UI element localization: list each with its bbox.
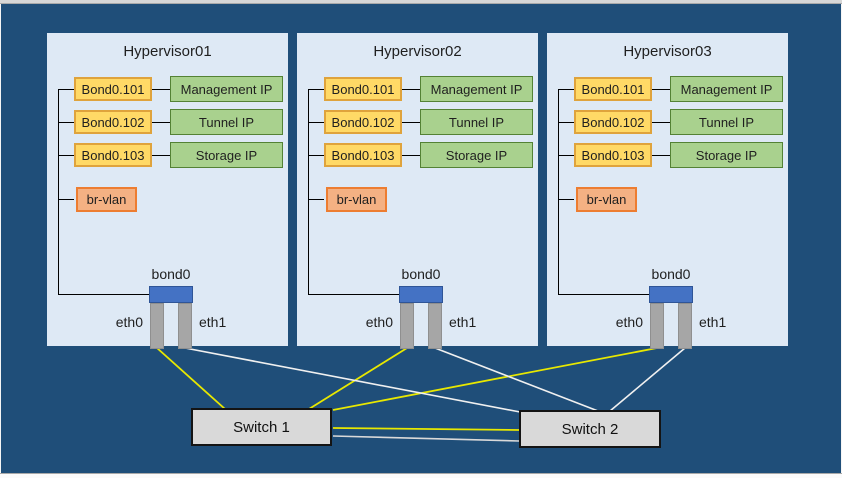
switch1-box: Switch 1 xyxy=(191,408,332,446)
hypervisor-title: Hypervisor01 xyxy=(123,43,212,60)
hypervisor03-panel: Hypervisor03 Bond0.101 Management IP Bon… xyxy=(547,33,788,349)
eth0-label: eth0 xyxy=(115,314,143,330)
bond0-box xyxy=(149,286,193,303)
eth1-label: eth1 xyxy=(449,314,477,330)
nic-eth0-leg xyxy=(400,303,414,349)
link-switch1-to-switch2-yellow xyxy=(332,427,520,431)
eth1-label: eth1 xyxy=(199,314,227,330)
link-hv2-eth0-to-switch1 xyxy=(308,347,408,410)
vlan-bond-box: Bond0.103 xyxy=(574,143,652,167)
hypervisor02-panel: Hypervisor02 Bond0.101 Management IP Bon… xyxy=(297,33,538,349)
window-frame-top xyxy=(0,0,842,4)
connector-stub xyxy=(558,88,574,90)
eth0-label: eth0 xyxy=(615,314,643,330)
connector-stub xyxy=(558,199,574,201)
nic-eth0-leg xyxy=(650,303,664,349)
connector-stub xyxy=(558,121,574,123)
connector-stub xyxy=(58,88,74,90)
connector-stub xyxy=(402,88,420,90)
hypervisor-title: Hypervisor02 xyxy=(373,43,462,60)
ip-box: Tunnel IP xyxy=(670,109,783,135)
bridge-box: br-vlan xyxy=(326,187,387,212)
bond0-label: bond0 xyxy=(401,266,441,282)
hypervisor-title: Hypervisor03 xyxy=(623,43,712,60)
ip-box: Storage IP xyxy=(420,142,533,168)
ip-box: Management IP xyxy=(170,76,283,102)
connector-stub xyxy=(308,88,324,90)
connector-stub xyxy=(558,154,574,156)
link-hv1-eth1-to-switch2 xyxy=(184,347,521,413)
connector-stub xyxy=(58,121,74,123)
vlan-bond-box: Bond0.101 xyxy=(74,77,152,101)
bond0-label: bond0 xyxy=(151,266,191,282)
connector-stub xyxy=(152,121,170,123)
vlan-bond-box: Bond0.102 xyxy=(74,110,152,134)
connector-stub xyxy=(402,121,420,123)
nic-eth0-leg xyxy=(150,303,164,349)
ip-box: Management IP xyxy=(670,76,783,102)
connector-spine-foot xyxy=(308,293,399,295)
hypervisor01-panel: Hypervisor01 Bond0.101 Management IP Bon… xyxy=(47,33,288,349)
connector-spine-foot xyxy=(558,293,649,295)
link-hv2-eth1-to-switch2 xyxy=(434,347,599,412)
connector-spine xyxy=(308,89,310,294)
vlan-bond-box: Bond0.103 xyxy=(324,143,402,167)
nic-eth1-leg xyxy=(428,303,442,349)
nic-eth1-leg xyxy=(678,303,692,349)
connector-stub xyxy=(652,154,670,156)
nic-eth1-leg xyxy=(178,303,192,349)
eth0-label: eth0 xyxy=(365,314,393,330)
ip-box: Tunnel IP xyxy=(420,109,533,135)
link-hv1-eth0-to-switch1 xyxy=(156,347,226,410)
ip-box: Storage IP xyxy=(170,142,283,168)
ip-box: Storage IP xyxy=(670,142,783,168)
link-hv3-eth0-to-switch1 xyxy=(332,347,658,411)
connector-spine xyxy=(58,89,60,294)
connector-stub xyxy=(308,121,324,123)
connector-stub xyxy=(152,154,170,156)
bond0-box xyxy=(649,286,693,303)
link-switch1-to-switch2-white xyxy=(332,435,520,442)
switch2-box: Switch 2 xyxy=(519,410,661,448)
eth1-label: eth1 xyxy=(699,314,727,330)
bridge-box: br-vlan xyxy=(76,187,137,212)
vlan-bond-box: Bond0.101 xyxy=(324,77,402,101)
vlan-bond-box: Bond0.101 xyxy=(574,77,652,101)
connector-spine-foot xyxy=(58,293,149,295)
connector-stub xyxy=(652,121,670,123)
connector-spine xyxy=(558,89,560,294)
bond0-box xyxy=(399,286,443,303)
connector-stub xyxy=(308,199,324,201)
ip-box: Management IP xyxy=(420,76,533,102)
connector-stub xyxy=(152,88,170,90)
connector-stub xyxy=(402,154,420,156)
connector-stub xyxy=(308,154,324,156)
vlan-bond-box: Bond0.102 xyxy=(574,110,652,134)
link-hv3-eth1-to-switch2 xyxy=(609,347,686,412)
connector-stub xyxy=(652,88,670,90)
ip-box: Tunnel IP xyxy=(170,109,283,135)
bridge-box: br-vlan xyxy=(576,187,637,212)
vlan-bond-box: Bond0.103 xyxy=(74,143,152,167)
connector-stub xyxy=(58,199,74,201)
bond0-label: bond0 xyxy=(651,266,691,282)
vlan-bond-box: Bond0.102 xyxy=(324,110,402,134)
connector-stub xyxy=(58,154,74,156)
window-frame-bottom xyxy=(0,473,842,478)
